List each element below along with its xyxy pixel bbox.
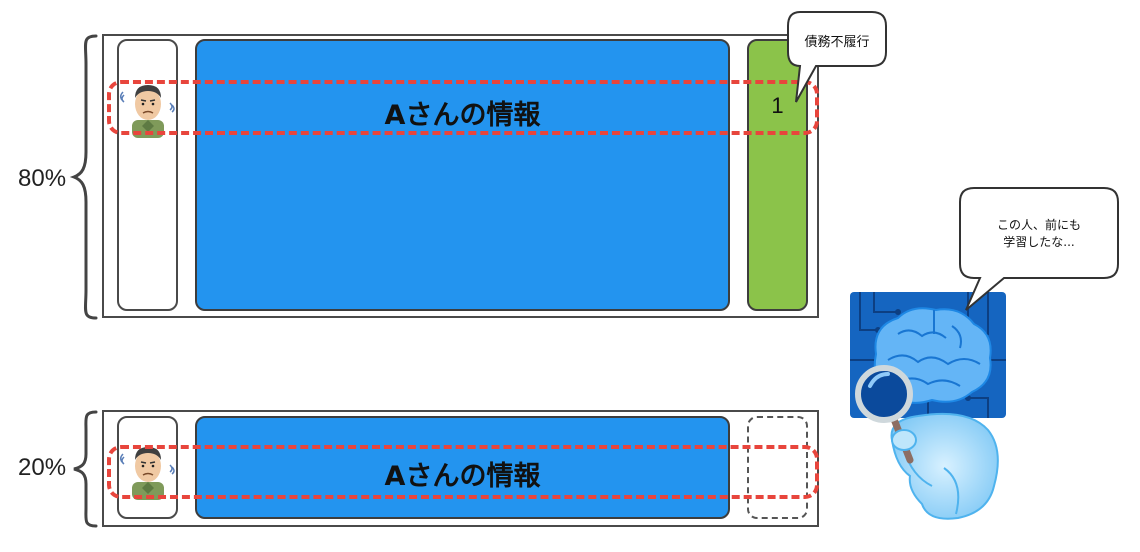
ai-brain-magnifier-icon [850,292,1006,520]
ai-speech-bubble [959,187,1119,311]
label-value-80: 1 [771,93,784,118]
highlight-row-20 [107,445,819,499]
ai-bubble-line-1: この人、前にも [996,218,1081,232]
highlight-row-80 [107,80,819,135]
info-label-20: Aさんの情報 [384,461,541,492]
label-bubble-text: 債務不履行 [804,35,870,50]
curly-brace-icon [73,410,98,528]
label-speech-bubble [787,11,887,103]
curly-brace-icon [69,34,98,320]
row-20-percent-label: 20% [18,454,67,481]
label-column-80: 1 [747,39,808,311]
info-label-80: Aさんの情報 [384,100,541,131]
ai-bubble-line-2: 学習したな... [1003,235,1075,249]
avatar-column-80 [117,39,178,311]
row-80-percent-label: 80% [18,165,67,192]
label-column-20-empty [747,416,808,519]
info-box-20: Aさんの情報 [195,416,730,519]
info-box-80: Aさんの情報 [195,39,730,311]
